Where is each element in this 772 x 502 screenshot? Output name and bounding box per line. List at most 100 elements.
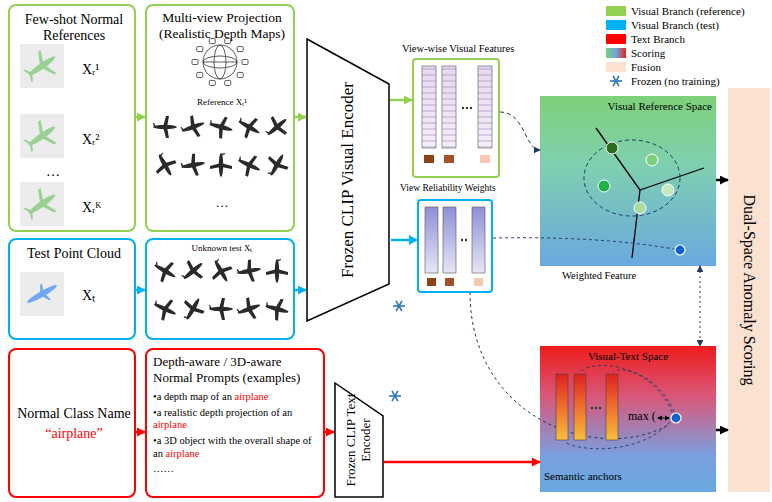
drawing-g: [610, 76, 622, 86]
box-text: Xₜ: [82, 288, 95, 304]
drawing-rect: [197, 47, 203, 52]
drawing-use: [19, 182, 64, 226]
drawing-line: [392, 391, 398, 401]
drawing-rect: [480, 155, 490, 163]
drawing-rect: [442, 66, 456, 148]
drawing-g: [209, 298, 233, 320]
encoder-trapezoid: Frozen CLIP Visual Encoder: [306, 38, 390, 322]
drawing-g: [233, 150, 264, 180]
drawing-use: [209, 298, 233, 320]
drawing-line: [396, 301, 402, 311]
drawing-use: [235, 258, 262, 284]
box-title: Normal Class Name: [14, 406, 134, 422]
drawing-line: [613, 76, 619, 86]
annotation-label: Weighted Feature: [562, 270, 636, 282]
box-text: Xᵣ²: [82, 132, 100, 148]
drawing-circle: [203, 45, 237, 79]
drawing-use: [178, 113, 208, 142]
diagram-box: View-wise Visual FeaturesView Reliabilit…: [412, 58, 500, 178]
connector-arrow: [716, 179, 728, 182]
drawing-line: [613, 76, 619, 86]
legend-swatch: [606, 6, 626, 16]
diagram-box: Few-shot Normal ReferencesXᵣ¹Xᵣ²…Xᵣᴷ: [8, 4, 136, 232]
connector-arrow: [700, 266, 701, 346]
drawing-line: [396, 301, 402, 311]
drawing-rect: [237, 72, 243, 77]
drawing-circle: [671, 413, 681, 423]
diagram-box: Normal Class Name“airplane”: [8, 348, 136, 498]
drawing-use: [261, 111, 294, 143]
connector-arrow: [295, 289, 306, 292]
drawing-circle: [591, 407, 593, 409]
drawing-ellipse: [214, 45, 226, 79]
drawing-use: [210, 153, 232, 177]
drawing-use: [263, 295, 292, 322]
drawing-line: [389, 395, 401, 397]
drawing-g: [192, 39, 248, 86]
drawing-polygon: [409, 235, 418, 245]
drawing-line: [658, 418, 669, 419]
box-text: Xᵣ¹: [82, 62, 100, 78]
drawing-rect: [444, 155, 454, 163]
box-title: Frozen CLIP Text Encoder: [344, 392, 374, 488]
drawing-rect: [574, 374, 586, 440]
drawing-line: [393, 305, 405, 307]
drawing-rect: [209, 80, 215, 85]
drawing-circle: [461, 239, 463, 241]
drawing-line: [596, 128, 640, 190]
diagram-box: Unknown test Xₜ: [145, 238, 295, 340]
diagram-box: Visual-Text Spacemax (Semantic anchors: [540, 346, 716, 492]
drawing-polygon: [665, 416, 670, 421]
legend-text: Visual Branch (reference): [631, 6, 745, 17]
drawing-use: [207, 113, 236, 140]
box-title: Few-shot Normal References: [14, 12, 134, 44]
drawing-use: [153, 116, 177, 138]
drawing-g: [235, 258, 262, 284]
drawing-use: [234, 295, 264, 324]
diagram-box: Depth-aware / 3D-aware Normal Prompts (e…: [145, 348, 325, 498]
drawing-g: [149, 149, 180, 181]
drawing-g: [149, 294, 180, 324]
drawing-rect: [478, 66, 492, 148]
trapezoid-shape: [335, 383, 383, 497]
legend-text: Frozen (no training): [631, 76, 720, 87]
drawing-polygon: [36, 284, 47, 295]
legend-text: Visual Branch (test): [631, 20, 719, 31]
drawing-use: [19, 44, 64, 88]
box-text: max (: [628, 410, 656, 424]
connector-arrow: [325, 431, 334, 434]
diagram-box: Multi-view Projection (Realistic Depth M…: [145, 4, 295, 232]
drawing-circle: [606, 142, 618, 154]
legend-swatch: [606, 62, 626, 72]
drawing-path: [470, 292, 670, 439]
drawing-use: [261, 149, 292, 181]
box-title: Depth-aware / 3D-aware Normal Prompts (e…: [153, 354, 317, 385]
box-title: Visual-Text Space: [548, 350, 708, 363]
drawing-g: [234, 295, 264, 324]
connector-arrow: [716, 429, 728, 432]
drawing-use: [177, 293, 208, 325]
legend-gradient: [606, 48, 626, 58]
drawing-g: [23, 278, 61, 311]
legend-text: Fusion: [631, 62, 661, 73]
drawing-g: [207, 113, 236, 140]
box-text: •a 3D object with the overall shape of a…: [153, 435, 317, 460]
box-title: Test Point Cloud: [14, 246, 134, 262]
connector-arrow: [500, 112, 540, 150]
box-title: Unknown test Xₜ: [151, 243, 293, 253]
box-text: View Reliability Weights: [400, 183, 496, 194]
box-title: Multi-view Projection (Realistic Depth M…: [151, 10, 293, 41]
drawing-ellipse: [584, 140, 680, 216]
drawing-path: [580, 365, 672, 412]
drawing-g: [153, 116, 177, 138]
drawing-g: [205, 255, 236, 287]
connector-arrow: [136, 289, 145, 292]
drawing-circle: [675, 245, 685, 255]
drawing-line: [392, 391, 398, 401]
drawing-circle: [634, 202, 646, 214]
diagram-box: Visual Reference Space: [540, 96, 716, 266]
drawing-use: [233, 111, 265, 142]
drawing-path: [493, 238, 674, 249]
legend-snowflake: [609, 74, 623, 88]
